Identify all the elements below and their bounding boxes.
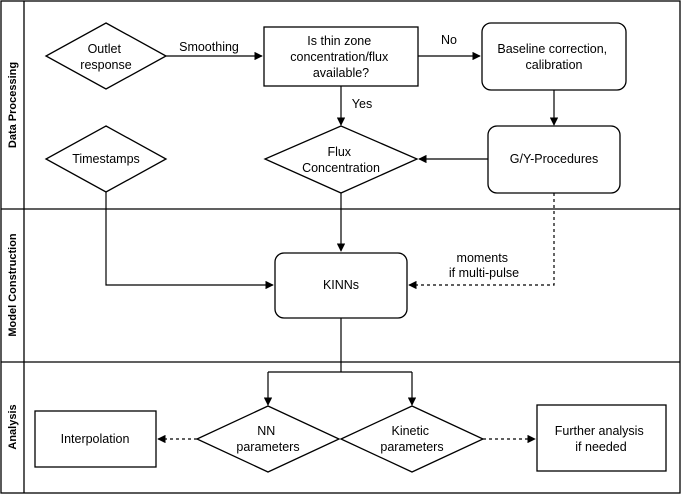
node-flux-concentration: Flux Concentration bbox=[263, 125, 419, 194]
node-further-analysis: Further analysis if needed bbox=[536, 404, 667, 472]
svg-text:Flux Concentration: Flux Concentration bbox=[302, 145, 380, 175]
svg-text:Outlet response: Outlet response bbox=[80, 42, 131, 72]
node-nn-parameters: NN parameters bbox=[195, 405, 341, 473]
svg-text:KINNs: KINNs bbox=[323, 278, 359, 292]
edge-label-smoothing: Smoothing bbox=[179, 40, 239, 54]
node-interpolation: Interpolation bbox=[34, 410, 157, 468]
node-timestamps-line-1: Timestamps bbox=[72, 152, 140, 166]
lane-title-analysis: Analysis bbox=[7, 404, 19, 449]
svg-text:Timestamps: Timestamps bbox=[72, 152, 140, 166]
node-gy-procedures: G/Y-Procedures bbox=[487, 125, 621, 194]
node-kinns-line-1: KINNs bbox=[323, 278, 359, 292]
node-nn-parameters-line-1: NN bbox=[257, 424, 275, 438]
edges bbox=[105, 51, 559, 444]
lane-title-model-construction: Model Construction bbox=[7, 233, 19, 337]
edge-label-yes: Yes bbox=[352, 97, 372, 111]
node-kinetic-parameters-line-1: Kinetic bbox=[391, 424, 429, 438]
node-interpolation-line-1: Interpolation bbox=[61, 432, 130, 446]
node-further-analysis-line-2: if needed bbox=[575, 440, 626, 454]
svg-text:G/Y-Procedures: G/Y-Procedures bbox=[510, 152, 598, 166]
edge-timestamps-to-kinns bbox=[105, 192, 274, 290]
node-is-thin-zone-line-1: Is thin zone bbox=[307, 34, 371, 48]
edge-label-no: No bbox=[441, 33, 457, 47]
node-outlet-response-line-1: Outlet bbox=[88, 42, 122, 56]
svg-text:Baseline correction, cal: Baseline correction, calibration bbox=[497, 42, 610, 72]
node-further-analysis-line-1: Further analysis bbox=[555, 424, 644, 438]
node-is-thin-zone-line-3: available? bbox=[313, 66, 369, 80]
edge-gy-to-kinns-dashed bbox=[408, 193, 555, 290]
node-flux-line-2: Concentration bbox=[302, 161, 380, 175]
edge-label-moments-line-1: moments bbox=[457, 251, 508, 265]
node-outlet-response: Outlet response bbox=[44, 22, 168, 90]
node-is-thin-zone-decision: Is thin zone concentration/flux availabl… bbox=[263, 26, 419, 87]
svg-text:NN parameters: NN parameters bbox=[236, 424, 299, 454]
node-baseline-correction: Baseline correction, calibration bbox=[481, 22, 627, 91]
edge-label-moments: moments if multi-pulse bbox=[449, 251, 519, 280]
node-kinns: KINNs bbox=[274, 252, 408, 319]
svg-text:Kinetic parameters: Kinetic parameters bbox=[380, 424, 443, 454]
node-baseline-line-2: calibration bbox=[526, 58, 583, 72]
node-timestamps: Timestamps bbox=[44, 125, 168, 193]
node-is-thin-zone-line-2: concentration/flux bbox=[290, 50, 389, 64]
edge-label-moments-line-2: if multi-pulse bbox=[449, 266, 519, 280]
node-baseline-line-1: Baseline correction, bbox=[497, 42, 607, 56]
svg-text:Interpolation: Interpolation bbox=[61, 432, 130, 446]
svg-text:Is thin zone concentrati: Is thin zone concentration/flux availabl… bbox=[290, 34, 391, 80]
node-flux-line-1: Flux bbox=[327, 145, 351, 159]
node-gy-procedures-line-1: G/Y-Procedures bbox=[510, 152, 598, 166]
node-kinetic-parameters-line-2: parameters bbox=[380, 440, 443, 454]
lane-title-data-processing: Data Processing bbox=[7, 62, 19, 148]
node-outlet-response-line-2: response bbox=[80, 58, 131, 72]
svg-text:Further analysis if need: Further analysis if needed bbox=[555, 424, 647, 454]
node-nn-parameters-line-2: parameters bbox=[236, 440, 299, 454]
node-kinetic-parameters: Kinetic parameters bbox=[339, 405, 485, 473]
